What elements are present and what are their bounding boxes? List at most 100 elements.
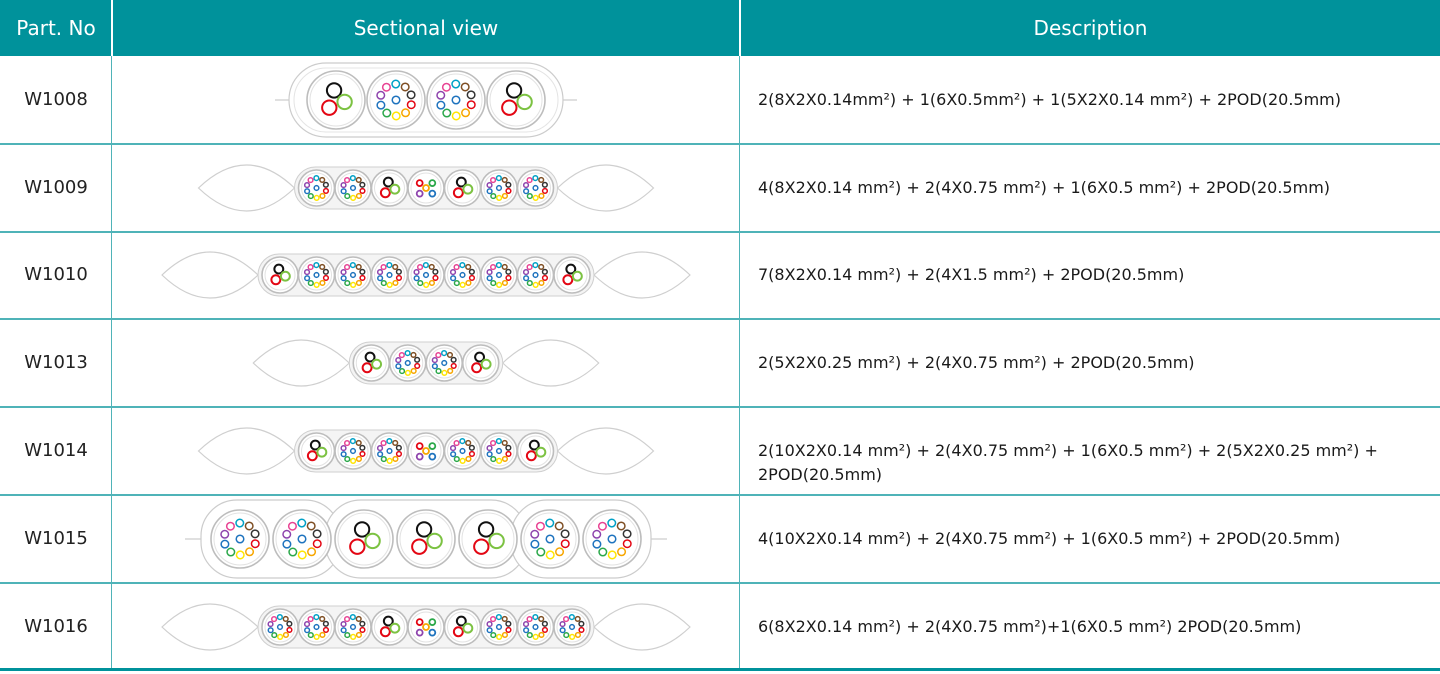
power-core xyxy=(334,509,394,569)
pod-left xyxy=(252,339,351,387)
part-number: W1009 xyxy=(24,177,88,198)
table-row: W1009 4(8X2X0.14 mm²) + 2(4X0.75 mm²) + 1… xyxy=(0,145,1440,233)
signal-core xyxy=(520,509,580,569)
table-row: W1016 6(8X2X0.14 mm²) + 2(4X0.75 mm²)+1(6… xyxy=(0,584,1440,670)
description-text: 4(10X2X0.14 mm²) + 2(4X0.75 mm²) + 1(6X0… xyxy=(758,529,1341,548)
part-number: W1015 xyxy=(24,528,88,549)
power-core xyxy=(486,70,546,130)
signal-core xyxy=(297,169,336,207)
table-bottom-border xyxy=(0,668,1440,671)
power-core xyxy=(370,608,409,646)
description-text: 7(8X2X0.14 mm²) + 2(4X1.5 mm²) + 2POD(20… xyxy=(758,265,1185,284)
sectional-view xyxy=(113,584,739,670)
signal-core xyxy=(516,608,555,646)
sectional-view xyxy=(113,57,739,143)
signal-core xyxy=(334,256,372,294)
signal-core xyxy=(334,432,372,470)
cable-cross-section xyxy=(185,499,667,579)
signal-core xyxy=(516,169,555,207)
sectional-view xyxy=(113,145,739,231)
signal-core xyxy=(272,509,332,569)
signal-core xyxy=(426,70,486,130)
signal-core xyxy=(516,256,555,294)
power-core xyxy=(443,608,482,646)
power-core xyxy=(297,432,336,470)
description-text: 6(8X2X0.14 mm²) + 2(4X0.75 mm²)+1(6X0.5 … xyxy=(758,617,1302,636)
sectional-view xyxy=(113,408,739,494)
power-core xyxy=(396,509,456,569)
signal-core xyxy=(210,509,270,569)
pod-right xyxy=(556,427,655,475)
row-divider xyxy=(0,318,1440,320)
pod-right xyxy=(501,339,600,387)
pod-left xyxy=(197,427,296,475)
signal-core xyxy=(334,169,372,207)
description-text: 2(5X2X0.25 mm²) + 2(4X0.75 mm²) + 2POD(2… xyxy=(758,353,1195,372)
table-row: W1014 2(10X2X0.14 mm²) + 2(4X0.75 mm²) + … xyxy=(0,408,1440,496)
signal-core xyxy=(553,608,591,646)
sectional-view xyxy=(113,496,739,582)
signal-core xyxy=(297,608,336,646)
signal-core xyxy=(443,256,482,294)
power-core xyxy=(352,344,391,382)
power-core xyxy=(306,70,366,130)
header-divider xyxy=(739,0,741,56)
part-number: W1014 xyxy=(24,440,88,461)
signal-core xyxy=(334,608,372,646)
power-core xyxy=(261,256,299,294)
header-sectional-view: Sectional view xyxy=(353,16,499,40)
power-core xyxy=(370,169,409,207)
signal-core xyxy=(582,509,642,569)
pod-right xyxy=(593,603,691,651)
description-text: 2(10X2X0.14 mm²) + 2(4X0.75 mm²) + 1(6X0… xyxy=(758,441,1378,484)
sectional-view xyxy=(113,320,739,406)
signal-core xyxy=(443,432,482,470)
pod-left xyxy=(161,603,259,651)
small-core xyxy=(407,608,445,646)
signal-core xyxy=(407,256,445,294)
column-divider xyxy=(111,56,112,670)
row-divider xyxy=(0,406,1440,408)
small-core xyxy=(407,432,445,470)
header-description: Description xyxy=(1033,16,1148,40)
part-number: W1013 xyxy=(24,352,88,373)
description-text: 4(8X2X0.14 mm²) + 2(4X0.75 mm²) + 1(6X0.… xyxy=(758,178,1331,197)
signal-core xyxy=(480,608,518,646)
description-text: 2(8X2X0.14mm²) + 1(6X0.5mm²) + 1(5X2X0.1… xyxy=(758,90,1341,109)
table-row: W1013 2(5X2X0.25 mm²) + 2(4X0.75 mm²) + 2… xyxy=(0,320,1440,408)
signal-core xyxy=(297,256,336,294)
part-number: W1016 xyxy=(24,616,88,637)
power-core xyxy=(443,169,482,207)
signal-core xyxy=(480,256,518,294)
row-divider xyxy=(0,231,1440,233)
power-core xyxy=(458,509,518,569)
table-row: W1015 4(10X2X0.14 mm²) + 2(4X0.75 mm²) + … xyxy=(0,496,1440,584)
row-divider xyxy=(0,143,1440,145)
cable-cross-section xyxy=(197,427,655,475)
header-divider xyxy=(111,0,113,56)
power-core xyxy=(553,256,591,294)
pod-right xyxy=(556,164,655,212)
column-divider xyxy=(739,56,740,670)
table-header: Part. No Sectional view Description xyxy=(0,0,1440,56)
cable-cross-section xyxy=(161,251,691,299)
part-number: W1010 xyxy=(24,264,88,285)
pod-left xyxy=(161,251,259,299)
pod-left xyxy=(197,164,296,212)
table-row: W1010 7(8X2X0.14 mm²) + 2(4X1.5 mm²) + 2P… xyxy=(0,232,1440,320)
cable-cross-section xyxy=(275,62,577,138)
signal-core xyxy=(261,608,299,646)
cable-cross-section xyxy=(197,164,655,212)
pod-right xyxy=(593,251,691,299)
signal-core xyxy=(388,344,427,382)
row-divider xyxy=(0,494,1440,496)
signal-core xyxy=(425,344,464,382)
signal-core xyxy=(366,70,426,130)
signal-core xyxy=(480,432,518,470)
signal-core xyxy=(480,169,518,207)
power-core xyxy=(461,344,500,382)
signal-core xyxy=(370,432,409,470)
cable-cross-section xyxy=(161,603,691,651)
row-divider xyxy=(0,582,1440,584)
